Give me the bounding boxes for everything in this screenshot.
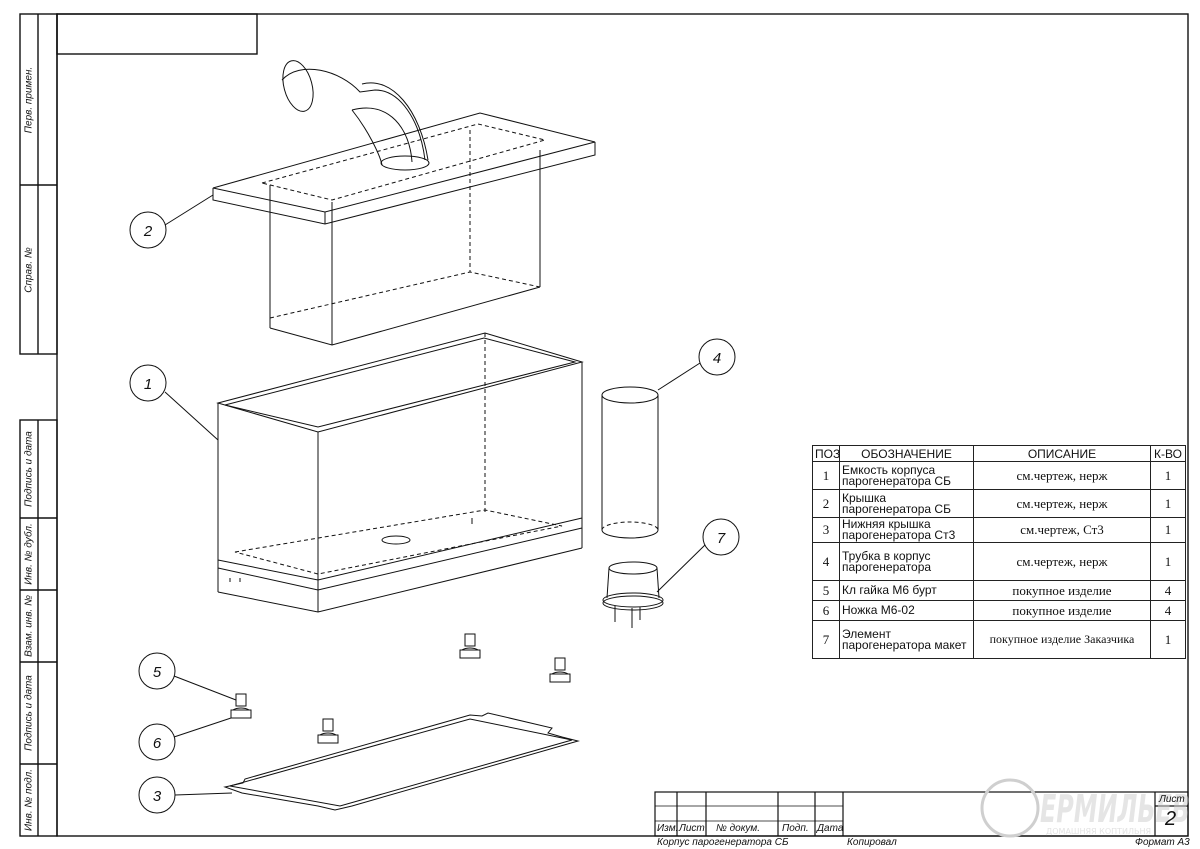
row-qty: 4 [1150,580,1186,601]
part-4-tube [601,386,659,539]
row-desc: покупное изделие [973,600,1151,621]
specification-table: ПОЗ ОБОЗНАЧЕНИЕ ОПИСАНИЕ К-ВО 1 Емкость … [812,445,1186,659]
svg-text:6: 6 [153,735,162,752]
title-col-doc: № докум. [716,823,761,834]
title-col-data: Дата [817,823,844,834]
side-label-inv-podl: Инв. № подл. [23,768,35,832]
row-pos: 7 [812,620,840,659]
row-name: Нижняя крышка парогенератора Ст3 [839,517,974,543]
row-qty: 1 [1150,542,1186,581]
balloon-1: 1 [129,364,219,441]
format-label: Формат А3 [1135,837,1190,848]
foot [317,718,339,744]
row-pos: 4 [812,542,840,581]
watermark-main: ЕРМИЛЬЕВ [1040,787,1190,831]
table-row: 5 Кл гайка М6 бурт покупное изделие 4 [812,580,1186,601]
row-name: Трубка в корпус парогенератора [839,542,974,581]
side-label-podpis-data-1: Подпись и дата [23,431,35,507]
row-name: Ножка М6-02 [839,600,974,621]
foot [230,693,252,719]
table-row: 6 Ножка М6-02 покупное изделие 4 [812,600,1186,621]
sheet-number: 2 [1165,808,1177,830]
sheet-label: Лист [1159,794,1185,805]
row-qty: 1 [1150,461,1186,490]
part-2-lid [212,60,596,346]
header-qty: К-ВО [1150,445,1186,462]
balloon-4: 4 [657,338,736,391]
row-desc: см.чертеж, Ст3 [973,517,1151,543]
row-qty: 1 [1150,620,1186,659]
foot [459,633,481,659]
balloon-3: 3 [138,776,233,814]
row-name: Емкость корпуса парогенератора СБ [839,461,974,490]
title-col-list: Лист [679,823,705,834]
table-row: 4 Трубка в корпус парогенератора см.черт… [812,542,1186,581]
row-qty: 1 [1150,489,1186,518]
row-desc: покупное изделие Заказчика [973,620,1151,659]
row-desc: см.чертеж, нерж [973,542,1151,581]
balloon-7: 7 [656,518,740,593]
row-name: Крышка парогенератора СБ [839,489,974,518]
side-label-sprav-no: Справ. № [23,247,35,293]
row-pos: 5 [812,580,840,601]
svg-text:1: 1 [144,376,152,393]
document-name: Корпус парогенератора СБ [657,837,789,848]
watermark-emblem-icon [980,778,1040,838]
side-label-perv-primen: Перв. примен. [23,66,35,134]
header-description: ОПИСАНИЕ [973,445,1151,462]
side-label-inv-dubl: Инв. № дубл. [23,523,35,585]
row-qty: 1 [1150,517,1186,543]
part-1-tank [216,332,584,613]
table-header-row: ПОЗ ОБОЗНАЧЕНИЕ ОПИСАНИЕ К-ВО [812,445,1186,462]
svg-text:7: 7 [717,530,726,547]
foot [549,657,571,683]
header-designation: ОБОЗНАЧЕНИЕ [839,445,974,462]
table-row: 3 Нижняя крышка парогенератора Ст3 см.че… [812,517,1186,543]
side-label-podpis-data-2: Подпись и дата [23,675,35,751]
table-row: 2 Крышка парогенератора СБ см.чертеж, не… [812,489,1186,518]
svg-text:2: 2 [143,223,153,240]
side-label-vzam-inv: Взам. инв. № [23,595,35,657]
row-name: Кл гайка М6 бурт [839,580,974,601]
svg-text:4: 4 [713,350,721,367]
table-row: 1 Емкость корпуса парогенератора СБ см.ч… [812,461,1186,490]
watermark-sub: ДОМАШНЯЯ КОПТИЛЬНЯ [1046,827,1151,836]
row-desc: покупное изделие [973,580,1151,601]
part-5-6-feet [230,633,571,744]
title-col-izm: Изм. [657,823,679,834]
title-block-grid [654,791,1189,837]
row-desc: см.чертеж, нерж [973,461,1151,490]
part-3-bottom-plate [223,712,580,811]
row-pos: 3 [812,517,840,543]
title-col-podp: Подп. [782,823,809,834]
balloon-2: 2 [129,194,214,249]
balloon-5: 5 [138,652,237,701]
row-qty: 4 [1150,600,1186,621]
row-name: Элемент парогенератора макет [839,620,974,659]
part-7-element [602,561,664,628]
svg-text:5: 5 [153,664,162,681]
row-pos: 6 [812,600,840,621]
table-row: 7 Элемент парогенератора макет покупное … [812,620,1186,659]
row-desc: см.чертеж, нерж [973,489,1151,518]
watermark: ЕРМИЛЬЕВ ДОМАШНЯЯ КОПТИЛЬНЯ [980,778,1190,838]
copied-label: Копировал [847,837,897,848]
balloon-6: 6 [138,717,232,761]
row-pos: 2 [812,489,840,518]
svg-text:3: 3 [153,788,162,805]
drawing-frame [19,13,1189,837]
row-pos: 1 [812,461,840,490]
header-pos: ПОЗ [812,445,840,462]
balloons: 1 2 3 4 5 6 7 [129,194,740,814]
